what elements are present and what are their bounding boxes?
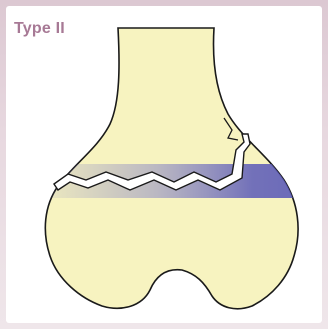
figure-panel: Type II: [6, 6, 322, 323]
femur-fracture-illustration: [6, 6, 322, 323]
